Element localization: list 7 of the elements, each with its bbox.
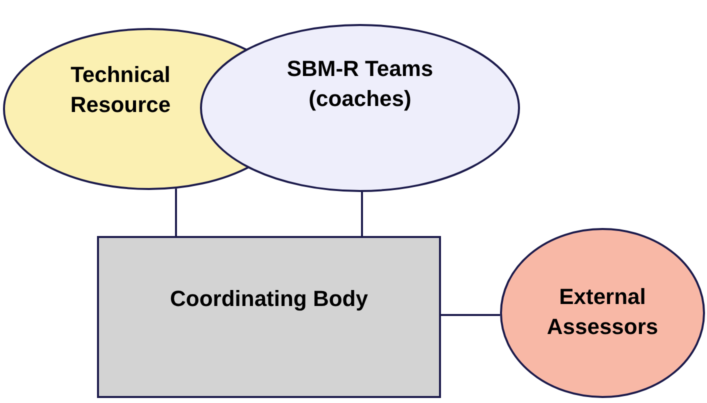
node-label: Technical Resource [69,61,172,119]
node-label: SBM-R Teams (coaches) [286,55,434,113]
node-label: External Assessors [546,283,660,341]
node-label: Coordinating Body [170,285,368,313]
connector-line [361,192,363,236]
connector-line [441,314,500,316]
connector-line [175,188,177,236]
